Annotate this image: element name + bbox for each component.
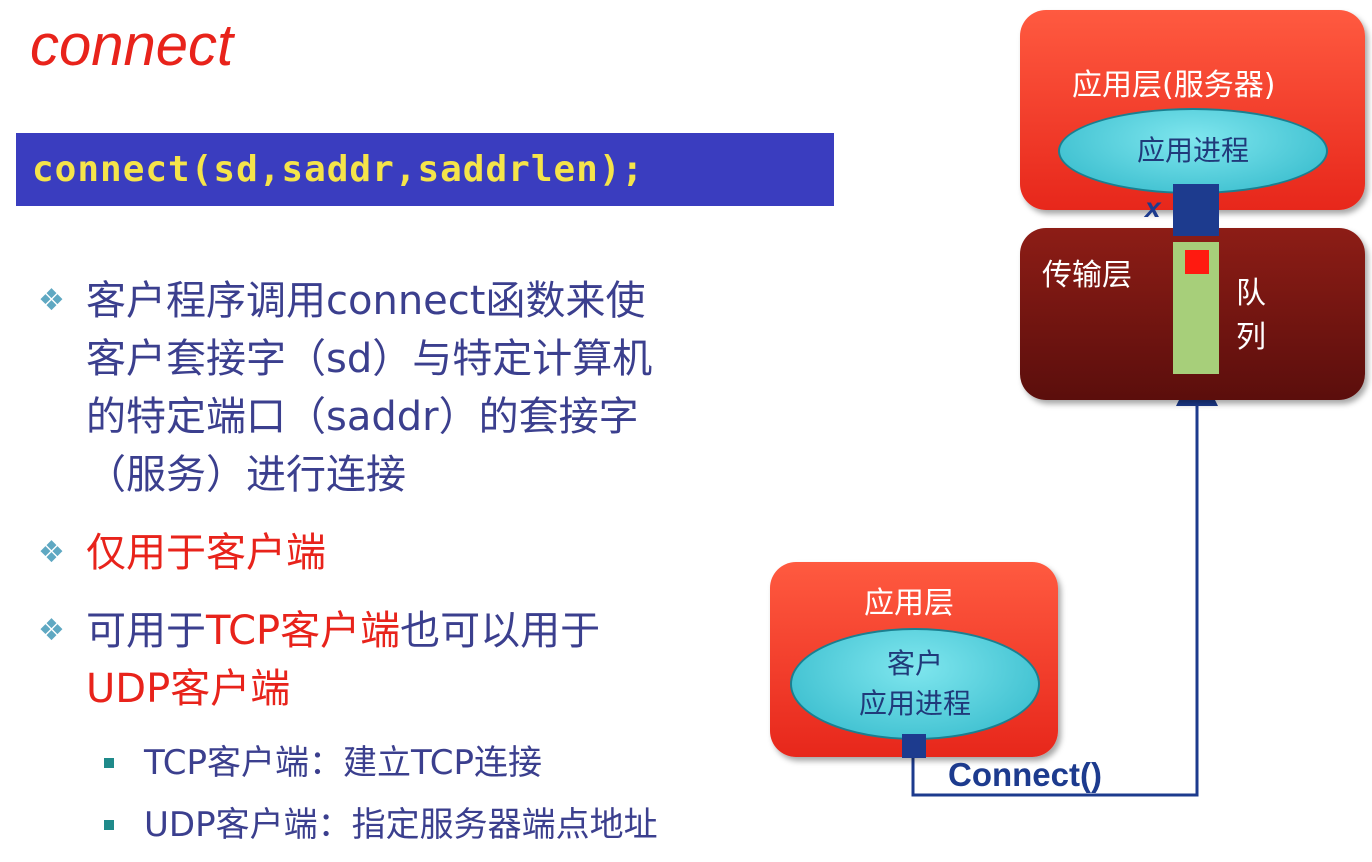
diamond-bullet-icon: ❖ — [38, 535, 65, 570]
client-process-ellipse: 客户 应用进程 — [790, 628, 1040, 740]
bullet-line: 客户程序调用connect函数来使 — [86, 278, 646, 324]
server-app-layer-label: 应用层(服务器) — [1072, 68, 1276, 103]
slide-title: connect — [30, 13, 234, 78]
bullet-item: ❖ 仅用于客户端 — [38, 524, 778, 582]
client-process-label: 应用进程 — [858, 687, 971, 720]
sub-bullet: TCP客户端：建立TCP连接 — [104, 738, 778, 788]
client-app-layer-label: 应用层 — [864, 586, 954, 621]
queue-label: 队 — [1236, 276, 1266, 311]
client-app-layer-box: 应用层 客户 应用进程 — [770, 562, 1058, 757]
bullet-highlight: TCP客户端 — [206, 608, 401, 654]
code-banner: connect(sd,saddr,saddrlen); — [16, 133, 834, 206]
server-socket-port — [1173, 184, 1219, 236]
code-line: connect(sd,saddr,saddrlen); — [32, 149, 645, 190]
blocked-x-mark: x — [1145, 192, 1161, 223]
bullet-line: （服务）进行连接 — [86, 452, 406, 498]
server-process-label: 应用进程 — [1136, 134, 1249, 167]
client-process-label: 客户 — [886, 647, 943, 680]
bullet-text: 客户程序调用connect函数来使 客户套接字（sd）与特定计算机 的特定端口（… — [86, 272, 652, 504]
bullet-item: ❖ 客户程序调用connect函数来使 客户套接字（sd）与特定计算机 的特定端… — [38, 272, 778, 504]
diamond-bullet-icon: ❖ — [38, 613, 65, 648]
connect-call-label: Connect() — [948, 756, 1102, 793]
diamond-bullet-icon: ❖ — [38, 283, 65, 318]
bullet-text: 仅用于客户端 — [86, 530, 326, 576]
bullet-highlight: UDP客户端 — [86, 666, 291, 712]
transport-layer-label: 传输层 — [1042, 258, 1132, 293]
server-app-layer-box: 应用层(服务器) 应用进程 — [1020, 10, 1365, 210]
queue-label: 列 — [1236, 320, 1266, 355]
square-bullet-icon — [104, 820, 114, 830]
bullet-item: ❖ 可用于TCP客户端也可以用于 UDP客户端 — [38, 602, 778, 718]
bullet-segment: 可用于 — [86, 608, 206, 654]
bullet-line: 的特定端口（saddr）的套接字 — [86, 394, 639, 440]
sub-bullet-text: UDP客户端：指定服务器端点地址 — [144, 805, 658, 845]
bullet-text: 可用于TCP客户端也可以用于 UDP客户端 — [86, 602, 600, 718]
bullet-line: 客户套接字（sd）与特定计算机 — [86, 336, 653, 382]
square-bullet-icon — [104, 758, 114, 768]
bullet-list: ❖ 客户程序调用connect函数来使 客户套接字（sd）与特定计算机 的特定端… — [38, 272, 778, 862]
sub-bullet: UDP客户端：指定服务器端点地址 — [104, 800, 778, 850]
sub-bullet-text: TCP客户端：建立TCP连接 — [144, 743, 543, 783]
server-process-ellipse: 应用进程 — [1058, 108, 1328, 194]
queued-request — [1185, 250, 1209, 274]
client-socket-port — [902, 734, 926, 758]
bullet-segment: 也可以用于 — [400, 608, 601, 654]
